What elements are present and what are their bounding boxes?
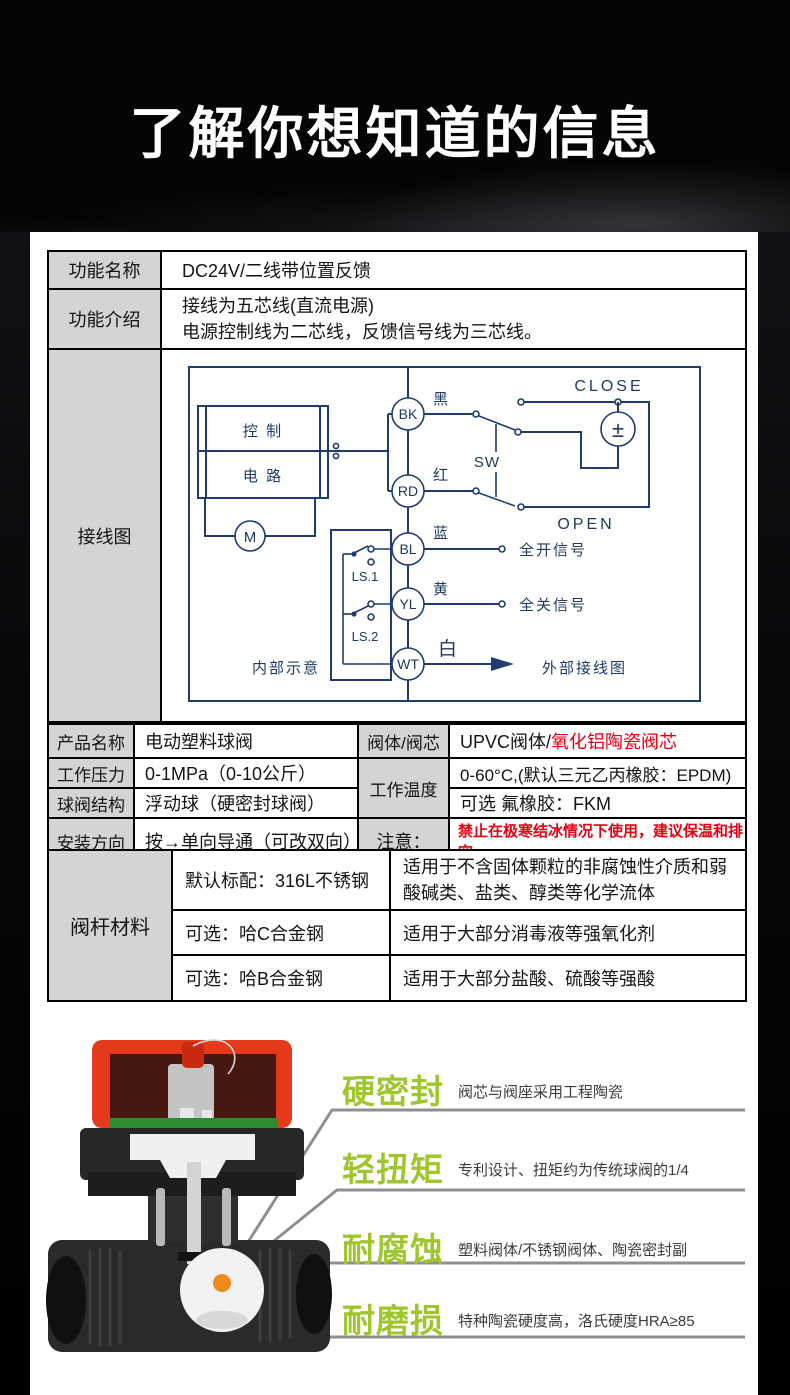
external-wiring-label: 外部接线图 (542, 660, 627, 677)
valve-stem (187, 1162, 201, 1264)
page-title: 了解你想知道的信息 (129, 102, 661, 165)
svg-text:黄: 黄 (433, 581, 448, 598)
ball-highlight-dot (213, 1274, 231, 1292)
open-label: OPEN (557, 516, 614, 533)
wire-terminals: BK RD BL YL WT (391, 397, 425, 681)
product-name-label: 产品名称 (47, 723, 135, 759)
product-name-value: 电动塑料球阀 (133, 723, 359, 759)
function-intro-line2: 电源控制线为二芯线，反馈信号线为三芯线。 (182, 322, 542, 342)
stem-row-hastelloy-b: 可选：哈B合金钢 适用于大部分盐酸、硫酸等强酸 (48, 954, 747, 1002)
full-close-signal-label: 全关信号 (519, 596, 587, 614)
union-nut-ridges (88, 1248, 292, 1346)
feature-title: 硬密封 (342, 1073, 444, 1110)
arrow-icon (491, 657, 514, 671)
actuator-bracket (130, 1134, 255, 1178)
feature-desc: 阀芯与阀座采用工程陶瓷 (458, 1083, 624, 1101)
svg-text:LS.1: LS.1 (352, 569, 379, 584)
close-label: CLOSE (574, 378, 643, 395)
feature-desc: 特种陶瓷硬度高，洛氏硬度HRA≥85 (458, 1312, 695, 1330)
signal-wires: 全开信号 全关信号 (424, 541, 587, 671)
body-value-red: 氧化铝陶瓷阀芯 (551, 732, 678, 752)
wiring-diagram-label: 接线图 (47, 348, 162, 723)
motor-symbol: M (204, 498, 316, 552)
wiring-diagram-svg: 控 制 电 路 M (188, 366, 701, 702)
right-background-strip (758, 232, 790, 1395)
feature-hard-seal: 硬密封 阀芯与阀座采用工程陶瓷 (342, 1068, 623, 1110)
function-name-row: 功能名称 DC24V/二线带位置反馈 (47, 250, 747, 290)
structure-row: 球阀结构 浮动球（硬密封球阀） 可选 氟橡胶：FKM (47, 787, 747, 819)
external-switch-circuit: SW ± CLOSE OPEN (424, 378, 650, 533)
function-table: 功能名称 DC24V/二线带位置反馈 功能介绍 接线为五芯线(直流电源) 电源控… (47, 250, 747, 723)
function-intro-value: 接线为五芯线(直流电源) 电源控制线为二芯线，反馈信号线为三芯线。 (160, 288, 747, 350)
power-symbol: ± (612, 417, 624, 442)
stem-optionb-material: 可选：哈B合金钢 (171, 954, 391, 1002)
spec-table: 产品名称 电动塑料球阀 阀体/阀芯 UPVC阀体/氧化铝陶瓷阀芯 工作压力 0-… (47, 723, 747, 865)
stem-row-hastelloy-c: 可选：哈C合金钢 适用于大部分消毒液等强氧化剂 (48, 909, 747, 956)
feature-title: 耐磨损 (342, 1302, 444, 1339)
left-background-strip (0, 232, 30, 1395)
svg-text:LS.2: LS.2 (352, 629, 379, 644)
full-open-signal-label: 全开信号 (519, 541, 587, 559)
body-core-value: UPVC阀体/氧化铝陶瓷阀芯 (448, 723, 747, 759)
content-card: 功能名称 DC24V/二线带位置反馈 功能介绍 接线为五芯线(直流电源) 电源控… (30, 232, 758, 1395)
feature-light-torque: 轻扭矩 专利设计、扭矩约为传统球阀的1/4 (342, 1146, 689, 1188)
svg-text:黑: 黑 (433, 391, 448, 408)
hero-banner (0, 0, 790, 232)
stem-optionc-material: 可选：哈C合金钢 (171, 909, 391, 956)
feature-desc: 专利设计、扭矩约为传统球阀的1/4 (458, 1161, 689, 1179)
product-name-row: 产品名称 电动塑料球阀 阀体/阀芯 UPVC阀体/氧化铝陶瓷阀芯 (47, 723, 747, 759)
feature-wear-resistant: 耐磨损 特种陶瓷硬度高，洛氏硬度HRA≥85 (342, 1297, 695, 1339)
svg-text:BL: BL (399, 541, 416, 557)
svg-text:BK: BK (399, 406, 418, 422)
structure-label: 球阀结构 (47, 787, 135, 819)
wiring-diagram-row: 接线图 控 制 电 路 (47, 348, 747, 723)
function-intro-label: 功能介绍 (47, 288, 162, 350)
svg-text:电 路: 电 路 (243, 468, 283, 485)
stem-material-label: 阀杆材料 (47, 849, 173, 1002)
svg-text:RD: RD (398, 483, 418, 499)
structure-value: 浮动球（硬密封球阀） (133, 787, 359, 819)
feature-corrosion-resistant: 耐腐蚀 塑料阀体/不锈钢阀体、陶瓷密封副 (342, 1226, 687, 1268)
body-core-label: 阀体/阀芯 (357, 723, 450, 759)
function-name-label: 功能名称 (47, 250, 162, 290)
feature-desc: 塑料阀体/不锈钢阀体、陶瓷密封副 (458, 1241, 688, 1259)
function-intro-line1: 接线为五芯线(直流电源) (182, 296, 374, 316)
svg-text:白: 白 (438, 638, 457, 660)
stem-default-material: 默认标配：316L不锈钢 (171, 849, 391, 911)
stem-default-usage: 适用于不含固体颗粒的非腐蚀性介质和弱酸碱类、盐类、醇类等化学流体 (389, 849, 747, 911)
valve-cutaway (46, 1039, 332, 1352)
feature-title: 耐腐蚀 (342, 1231, 444, 1268)
stem-optionc-usage: 适用于大部分消毒液等强氧化剂 (389, 909, 747, 956)
svg-text:控 制: 控 制 (243, 423, 283, 440)
internal-schematic-label: 内部示意 (252, 659, 320, 677)
temperature-value-2: 可选 氟橡胶：FKM (448, 787, 747, 819)
valve-illustration (46, 1039, 745, 1352)
stem-material-table: 阀杆材料 默认标配：316L不锈钢 适用于不含固体颗粒的非腐蚀性介质和弱酸碱类、… (47, 849, 747, 1002)
feature-title: 轻扭矩 (342, 1151, 444, 1188)
function-name-value: DC24V/二线带位置反馈 (160, 250, 747, 290)
svg-text:YL: YL (399, 596, 416, 612)
pcb-board (110, 1118, 278, 1131)
svg-text:蓝: 蓝 (433, 525, 448, 542)
wire-color-labels: 黑 红 蓝 黄 白 (433, 391, 457, 660)
pressure-value: 0-1MPa（0-10公斤） (133, 757, 359, 789)
control-circuit-box: 控 制 电 路 (197, 405, 329, 499)
body-value-black: UPVC阀体/ (460, 732, 552, 752)
stem-row-default: 阀杆材料 默认标配：316L不锈钢 适用于不含固体颗粒的非腐蚀性介质和弱酸碱类、… (47, 849, 747, 1002)
svg-text:WT: WT (397, 656, 419, 672)
pressure-label: 工作压力 (47, 757, 135, 789)
svg-text:M: M (244, 529, 257, 546)
stem-optionb-usage: 适用于大部分盐酸、硫酸等强酸 (389, 954, 747, 1002)
function-intro-row: 功能介绍 接线为五芯线(直流电源) 电源控制线为二芯线，反馈信号线为三芯线。 (47, 288, 747, 350)
limit-switch-box: LS.1 LS.2 (330, 529, 392, 681)
wiring-diagram-cell: 控 制 电 路 M (160, 348, 747, 723)
temperature-value-1: 0-60°C,(默认三元乙丙橡胶：EPDM) (448, 757, 747, 789)
diagram-border (188, 366, 701, 702)
svg-text:SW: SW (474, 454, 500, 471)
pressure-row: 工作压力 0-1MPa（0-10公斤） 工作温度 0-60°C,(默认三元乙丙橡… (47, 757, 747, 819)
svg-text:红: 红 (433, 467, 448, 484)
temperature-label: 工作温度 (357, 757, 450, 819)
